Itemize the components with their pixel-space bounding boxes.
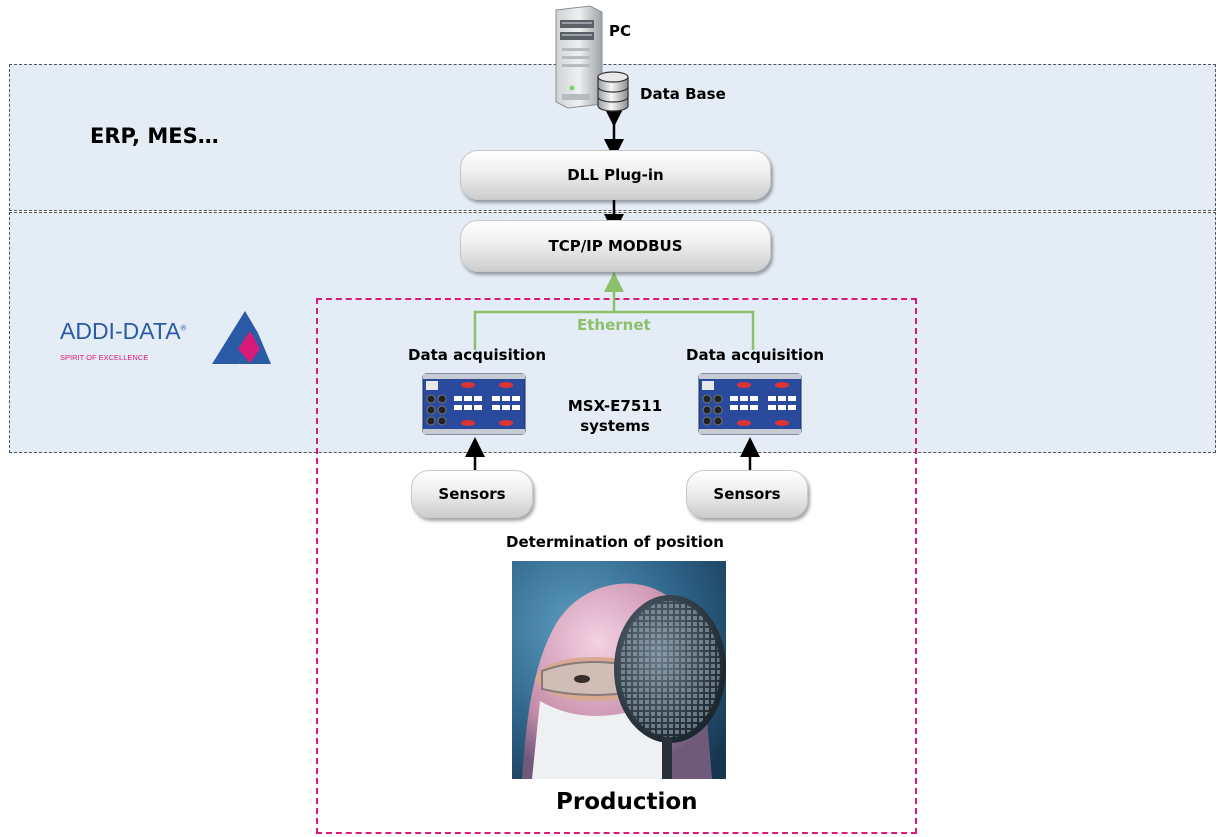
addi-data-logo: ADDI-DATA® SPIRIT OF EXCELLENCE — [60, 309, 275, 367]
daq-device-left-icon — [422, 373, 526, 435]
sensors-left-node: Sensors — [411, 470, 533, 518]
position-label: Determination of position — [506, 533, 724, 551]
database-icon — [597, 71, 629, 112]
daq-left-label: Data acquisition — [408, 346, 547, 364]
logo-wordmark: ADDI-DATA® — [60, 318, 187, 344]
erp-mes-label: ERP, MES… — [90, 124, 219, 148]
systems-label-line1: MSX-E7511 — [567, 397, 663, 415]
server-tower-icon — [555, 5, 603, 109]
daq-device-right-icon — [698, 373, 802, 435]
tcpip-modbus-node: TCP/IP MODBUS — [460, 220, 771, 272]
daq-right-label: Data acquisition — [686, 346, 825, 364]
dll-plugin-node: DLL Plug-in — [460, 150, 771, 200]
ethernet-label: Ethernet — [577, 316, 651, 334]
sensors-right-node: Sensors — [686, 470, 808, 518]
systems-label-line2: systems — [580, 417, 650, 435]
pc-node — [550, 4, 606, 110]
cleanroom-worker-wafer-photo — [512, 561, 726, 779]
production-label: Production — [556, 789, 698, 815]
database-label: Data Base — [640, 85, 726, 103]
logo-triangle-icon — [212, 311, 271, 364]
logo-tagline: SPIRIT OF EXCELLENCE — [60, 353, 149, 362]
pc-label: PC — [609, 22, 632, 40]
systems-label: MSX-E7511 systems — [560, 396, 670, 436]
production-area — [316, 298, 917, 834]
